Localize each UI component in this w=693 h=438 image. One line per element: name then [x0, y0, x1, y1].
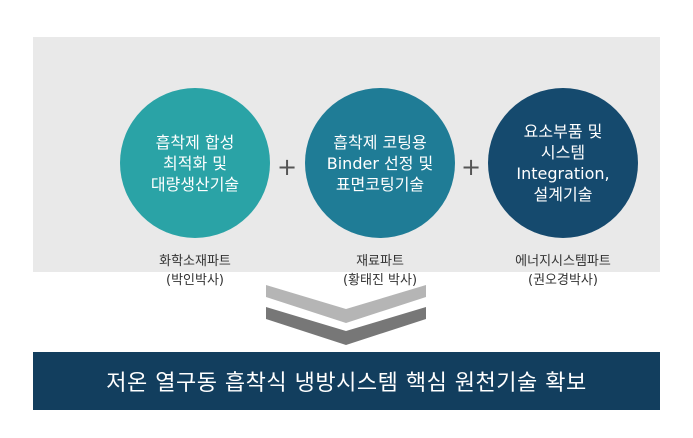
circle-adsorbent-synthesis: 흡착제 합성 최적화 및 대량생산기술 [120, 88, 270, 238]
team-label-chemical-materials: 화학소재파트 (박인박사) [159, 254, 231, 288]
chevron-upper [266, 285, 426, 323]
team-label-materials: 재료파트 (황태진 박사) [342, 254, 418, 288]
result-banner: 저온 열구동 흡착식 냉방시스템 핵심 원천기술 확보 [33, 352, 660, 410]
circle-system-integration: 요소부품 및 시스템 Integration, 설계기술 [488, 88, 638, 238]
components-panel: 흡착제 합성 최적화 및 대량생산기술 + 흡착제 코팅용 Binder 선정 … [33, 37, 660, 288]
chevron-lower [266, 307, 426, 345]
down-chevron-arrow-icon [266, 285, 426, 345]
circle-system-integration-label: 요소부품 및 시스템 Integration, 설계기술 [516, 122, 610, 204]
team-label-energy-systems: 에너지시스템파트 (권오경박사) [515, 254, 611, 288]
circle-coating-binder-label: 흡착제 코팅용 Binder 선정 및 표면코팅기술 [326, 132, 434, 194]
circle-adsorbent-synthesis-label: 흡착제 합성 최적화 및 대량생산기술 [150, 132, 240, 194]
circle-coating-binder: 흡착제 코팅용 Binder 선정 및 표면코팅기술 [305, 88, 455, 238]
plus-sign-2: + [461, 153, 482, 181]
plus-sign-1: + [277, 153, 298, 181]
result-banner-text: 저온 열구동 흡착식 냉방시스템 핵심 원천기술 확보 [106, 371, 587, 396]
